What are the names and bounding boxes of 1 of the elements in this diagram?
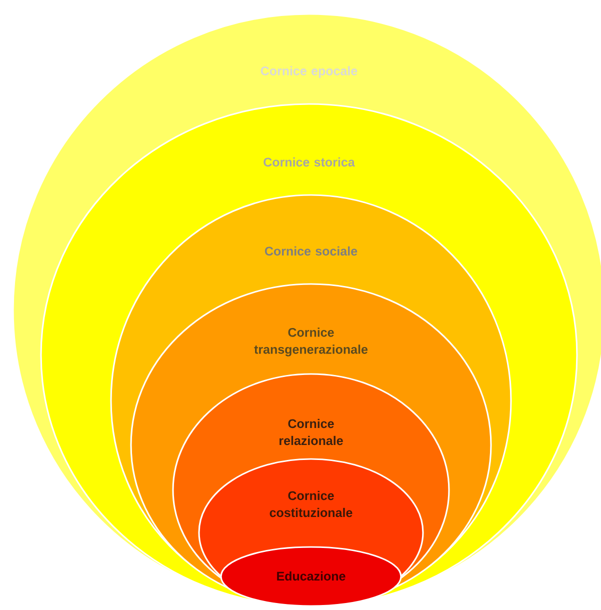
ellipse-band: Educazione: [220, 546, 402, 607]
